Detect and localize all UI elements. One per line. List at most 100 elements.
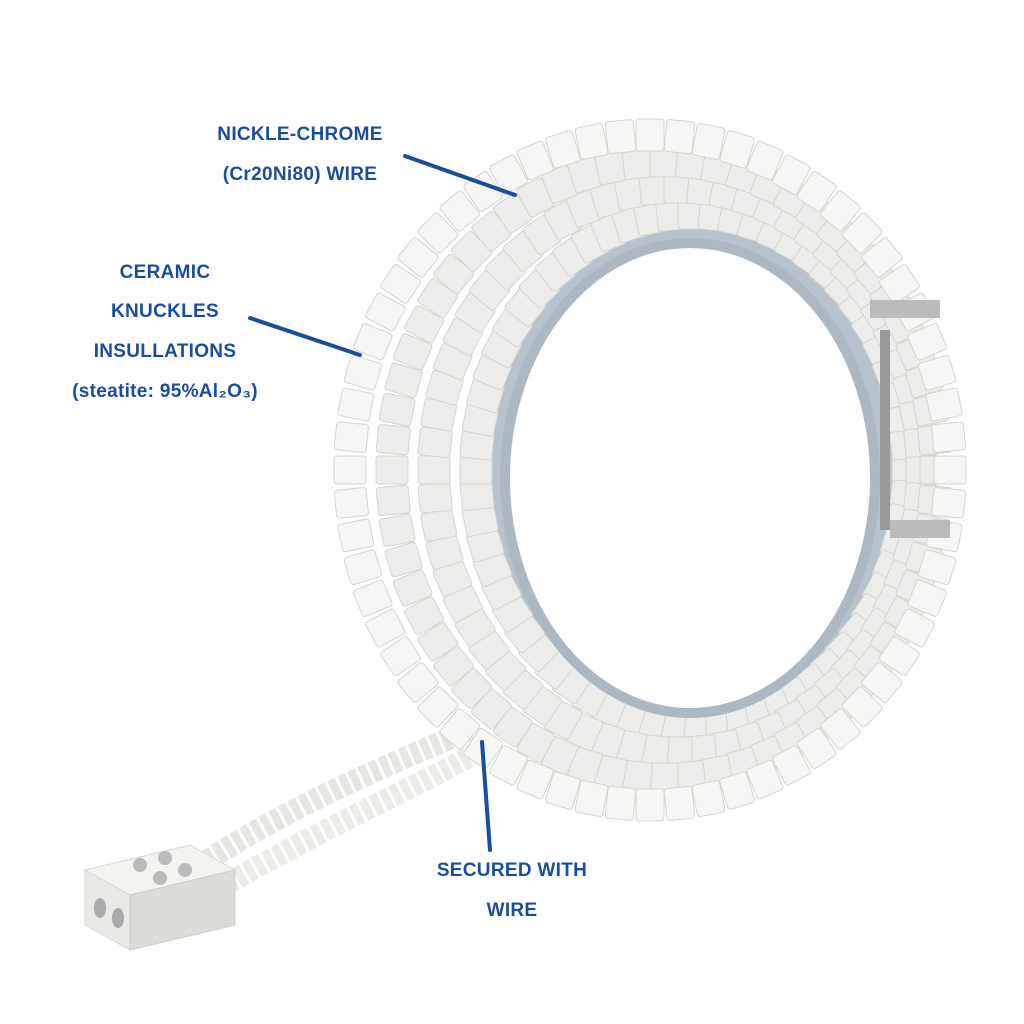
ceramic-knuckle	[746, 140, 784, 181]
ceramic-knuckle	[917, 354, 957, 391]
ceramic-knuckle	[931, 487, 967, 519]
clamp-screw	[870, 300, 940, 318]
ceramic-knuckle	[574, 780, 609, 818]
lead-wires	[194, 719, 484, 895]
ceramic-knuckle	[796, 728, 837, 769]
ceramic-knuckle	[691, 780, 726, 817]
ceramic-knuckle	[861, 662, 903, 703]
ceramic-knuckle	[403, 304, 445, 344]
ceramic-knuckle	[489, 745, 528, 786]
ceramic-knuckle	[333, 487, 369, 519]
secured-label-line2: WIRE	[486, 900, 538, 921]
terminal-block	[83, 844, 237, 951]
ceramic-knuckle	[343, 354, 383, 391]
ceramic-knuckle	[635, 788, 665, 822]
ceramic-knuckle	[604, 119, 637, 155]
heater-ring	[333, 118, 967, 822]
wire-label-line1: NICKLE-CHROME	[217, 124, 383, 145]
ceramic-knuckle	[343, 549, 383, 586]
ceramic-knuckle	[861, 237, 903, 278]
ceramic-label-line2: KNUCKLES	[111, 301, 219, 322]
ceramic-knuckle	[375, 455, 409, 485]
wire-leader-line	[403, 154, 517, 197]
ceramic-knuckle	[417, 481, 453, 514]
secured-label-line1: SECURED WITH	[436, 860, 588, 881]
ceramic-knuckle	[353, 323, 393, 361]
ceramic-knuckle	[375, 484, 411, 517]
ceramic-knuckle	[420, 508, 458, 543]
ceramic-knuckle	[384, 541, 423, 578]
ceramic-label-line3: INSULLATIONS	[93, 341, 237, 362]
ceramic-knuckle	[417, 212, 459, 254]
ceramic-knuckle	[878, 636, 920, 676]
ceramic-knuckle	[417, 278, 459, 319]
ceramic-knuckle	[772, 154, 811, 195]
ceramic-knuckle	[933, 455, 967, 485]
ceramic-knuckle	[433, 253, 475, 295]
ceramic-knuckle	[746, 759, 784, 800]
ceramic-knuckle	[841, 686, 883, 728]
ceramic-knuckle	[433, 645, 475, 687]
ceramic-knuckle	[545, 130, 581, 169]
ceramic-knuckle	[820, 708, 861, 750]
ceramic-knuckle	[439, 708, 480, 750]
ceramic-knuckle	[719, 771, 755, 810]
ceramic-knuckle	[841, 212, 883, 254]
ceramic-knuckle	[635, 118, 665, 152]
ceramic-knuckle	[439, 190, 480, 232]
wire-label-line2: (Cr20Ni80) WIRE	[222, 164, 378, 185]
ceramic-knuckle	[417, 426, 453, 459]
ceramic-knuckle	[545, 771, 581, 810]
ceramic-knuckle	[917, 549, 957, 586]
ceramic-knuckle	[516, 759, 554, 800]
ceramic-leader-line	[248, 316, 362, 357]
clamp-screw	[890, 520, 950, 538]
clamp-bolt	[880, 330, 890, 530]
ceramic-label-line4: (steatite: 95%Al₂O₃)	[72, 381, 258, 402]
ceramic-knuckle	[333, 421, 369, 453]
ceramic-knuckle	[907, 323, 947, 361]
ceramic-label-line1: CERAMIC	[119, 262, 211, 283]
ceramic-knuckle	[516, 140, 554, 181]
ceramic-knuckle	[820, 190, 861, 232]
ceramic-knuckle	[403, 596, 445, 636]
ring-opening	[500, 238, 880, 718]
ceramic-knuckle	[894, 608, 935, 648]
ceramic-knuckle	[380, 264, 422, 304]
ceramic-knuckle	[392, 569, 433, 607]
ceramic-knuckle	[392, 333, 433, 371]
ceramic-knuckle	[378, 513, 416, 548]
ceramic-knuckle	[378, 392, 416, 427]
ceramic-knuckle	[604, 785, 637, 821]
ceramic-knuckle	[907, 579, 947, 617]
ceramic-knuckle	[719, 130, 755, 169]
ceramic-knuckle	[796, 171, 837, 212]
ceramic-knuckle	[925, 387, 963, 422]
ceramic-knuckle	[397, 237, 439, 278]
ceramic-knuckle	[489, 154, 528, 195]
ceramic-knuckle	[931, 421, 967, 453]
ceramic-knuckle	[663, 785, 696, 821]
ceramic-knuckle	[337, 518, 375, 553]
ceramic-knuckle	[772, 745, 811, 786]
ceramic-knuckle	[365, 292, 406, 332]
ceramic-knuckle	[663, 119, 696, 155]
ceramic-knuckle	[384, 362, 423, 399]
ceramic-knuckle	[417, 686, 459, 728]
ceramic-knuckle	[333, 455, 367, 485]
ceramic-knuckle	[365, 608, 406, 648]
ceramic-knuckle	[375, 423, 411, 456]
ceramic-knuckle	[691, 122, 726, 160]
ceramic-knuckle	[380, 636, 422, 676]
ceramic-knuckle	[417, 621, 459, 662]
ceramic-knuckle	[417, 455, 451, 485]
ceramic-knuckle	[574, 123, 609, 160]
leader-lines	[248, 154, 517, 852]
secured-leader-line	[480, 740, 492, 852]
ceramic-knuckle	[451, 668, 493, 709]
ceramic-knuckle	[878, 264, 920, 304]
ceramic-knuckle	[353, 579, 393, 617]
ceramic-knuckle	[337, 387, 375, 422]
